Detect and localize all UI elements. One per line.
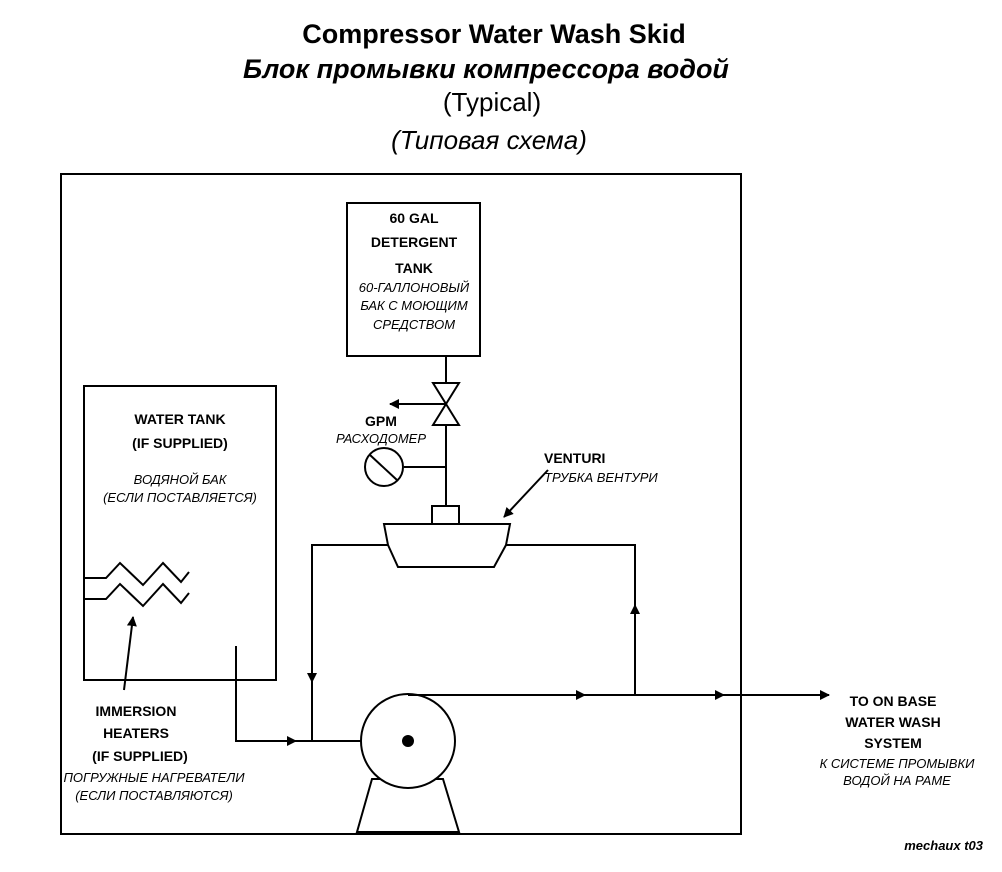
detergent-tank-label: 60 GAL DETERGENT TANK 60-ГАЛЛОНОВЫЙ БАК … xyxy=(359,210,470,332)
water-tank xyxy=(83,385,277,681)
outlet-label: TO ON BASE WATER WASH SYSTEM К СИСТЕМЕ П… xyxy=(820,693,976,788)
outlet-label-ru-line: К СИСТЕМЕ ПРОМЫВКИ xyxy=(820,756,976,771)
outlet-label-line: WATER WASH xyxy=(845,714,940,730)
gpm-label-ru: РАСХОДОМЕР xyxy=(336,431,426,446)
immersion-heaters-label-ru-line: ПОГРУЖНЫЕ НАГРЕВАТЕЛИ xyxy=(63,770,245,785)
outlet-label-line: TO ON BASE xyxy=(850,693,937,709)
subtitle-ru: (Типовая схема) xyxy=(391,125,587,155)
flow-meter-gauge-icon xyxy=(364,447,404,487)
outlet-label-ru-line: ВОДОЙ НА РАМЕ xyxy=(843,772,951,788)
title-en: Compressor Water Wash Skid xyxy=(302,19,686,49)
venturi-pointer-arrow xyxy=(503,469,549,518)
subtitle-en: (Typical) xyxy=(443,87,541,117)
detergent-tank-label-ru-line: БАК С МОЮЩИМ xyxy=(360,298,468,313)
immersion-heaters-label-line: HEATERS xyxy=(103,725,169,741)
detergent-tank-label-ru-line: 60-ГАЛЛОНОВЫЙ xyxy=(359,279,470,295)
venturi-left-pipe xyxy=(307,544,388,683)
immersion-heaters-label-line: (IF SUPPLIED) xyxy=(92,748,188,764)
water-tank-label-ru-line: ВОДЯНОЙ БАК xyxy=(134,471,228,487)
gpm-label: GPM xyxy=(365,413,397,429)
immersion-heaters-label-ru-line: (ЕСЛИ ПОСТАВЛЯЮТСЯ) xyxy=(75,788,233,803)
immersion-heaters-label-line: IMMERSION xyxy=(96,703,177,719)
detergent-tank xyxy=(346,202,481,357)
outlet-label-line: SYSTEM xyxy=(864,735,922,751)
credit-label: mechaux t03 xyxy=(904,838,984,853)
heater-pointer-arrow xyxy=(123,616,137,691)
water-tank-label-line: (IF SUPPLIED) xyxy=(132,435,228,451)
detergent-tank-label-ru-line: СРЕДСТВОМ xyxy=(373,317,455,332)
immersion-heaters-label: IMMERSION HEATERS (IF SUPPLIED) ПОГРУЖНЫ… xyxy=(63,703,245,803)
water-tank-label-line: WATER TANK xyxy=(134,411,225,427)
detergent-tank-label-line: DETERGENT xyxy=(371,234,458,250)
venturi-label: VENTURI xyxy=(544,450,605,466)
venturi-label-ru: ТРУБКА ВЕНТУРИ xyxy=(544,470,658,485)
pump-icon xyxy=(355,693,461,833)
skid-frame xyxy=(60,173,742,835)
detergent-tank-label-line: TANK xyxy=(395,260,433,276)
detergent-tank-label-line: 60 GAL xyxy=(389,210,438,226)
water-tank-label: WATER TANK (IF SUPPLIED) ВОДЯНОЙ БАК (ЕС… xyxy=(103,411,257,505)
valve-icon xyxy=(431,382,461,426)
venturi-icon xyxy=(382,505,512,568)
title-ru: Блок промывки компрессора водой xyxy=(243,54,729,84)
immersion-heater-icon xyxy=(84,561,190,608)
venturi-right-pipe xyxy=(506,544,636,695)
water-tank-label-ru-line: (ЕСЛИ ПОСТАВЛЯЕТСЯ) xyxy=(103,490,257,505)
tank-outlet-pipe xyxy=(235,646,297,746)
